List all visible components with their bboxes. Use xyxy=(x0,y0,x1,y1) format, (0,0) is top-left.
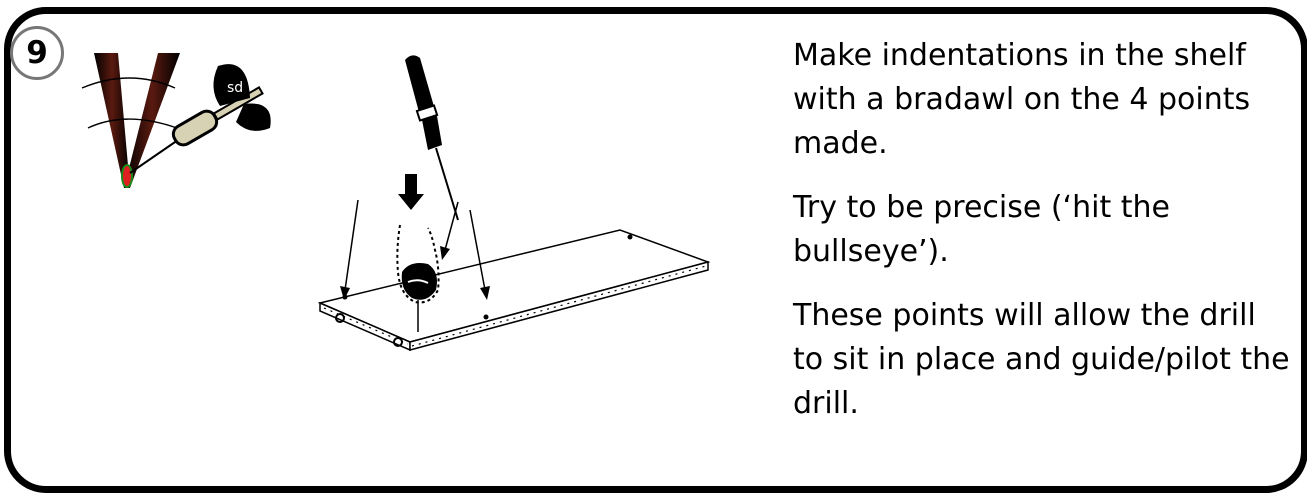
shelf-bradawl-illustration xyxy=(317,55,711,352)
down-arrow-icon xyxy=(398,174,424,210)
step-number-badge: 9 xyxy=(10,26,64,80)
shelf-board xyxy=(317,229,711,352)
step-number: 9 xyxy=(26,34,48,71)
instruction-text: Make indentations in the shelf with a br… xyxy=(793,34,1293,446)
bradawl-icon xyxy=(405,55,459,221)
pointer-lines xyxy=(340,199,490,300)
instruction-paragraph: Try to be precise (‘hit the bullseye’). xyxy=(793,190,1170,269)
dart-bullseye-icon: sd xyxy=(81,53,271,188)
instruction-paragraph: These points will allow the drill to sit… xyxy=(793,298,1290,421)
hand-icon xyxy=(396,224,440,332)
instruction-paragraph: Make indentations in the shelf with a br… xyxy=(793,38,1251,161)
dart-flight-label: sd xyxy=(227,80,243,96)
